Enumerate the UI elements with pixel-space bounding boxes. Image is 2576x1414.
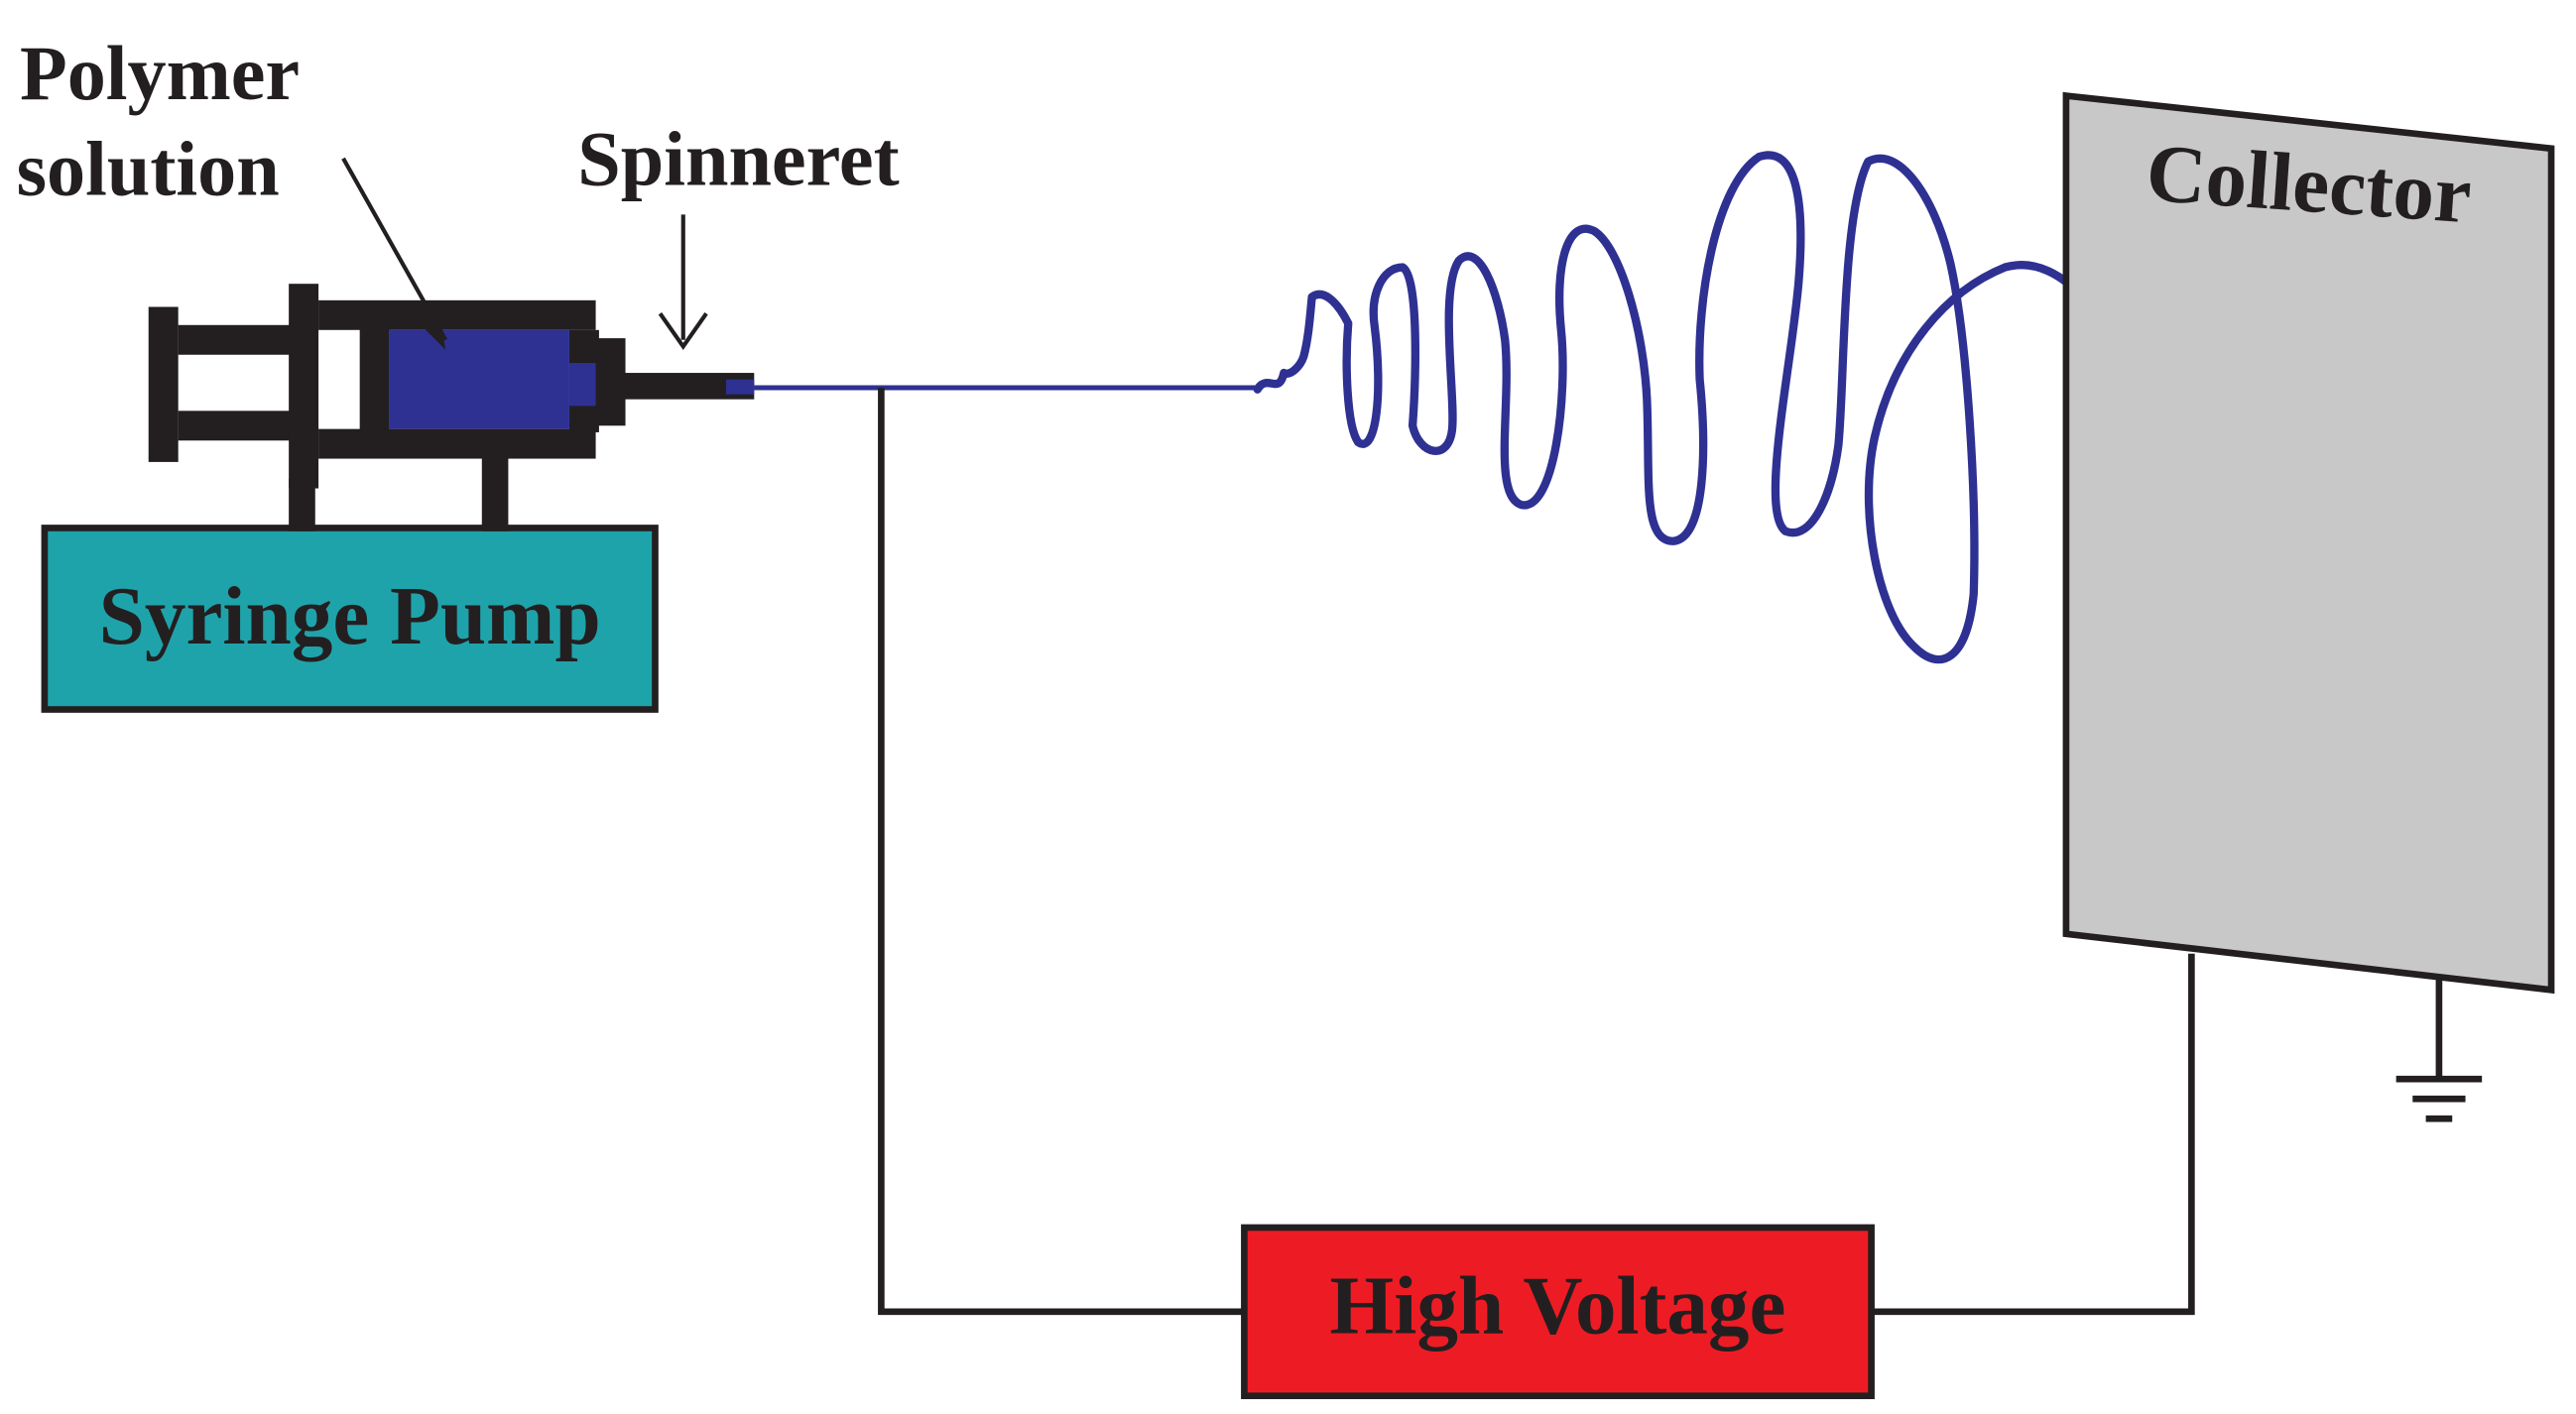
high-voltage-label: High Voltage xyxy=(1330,1259,1786,1351)
spinneret-label: Spinneret xyxy=(577,115,899,201)
syringe-plunger xyxy=(148,284,319,489)
polymer-solution-fill xyxy=(389,329,596,429)
ground-symbol xyxy=(2395,977,2483,1122)
polymer-label-line2: solution xyxy=(17,125,280,211)
collector-plate xyxy=(2062,91,2555,995)
fiber-spiral xyxy=(1253,151,2156,664)
polymer-pointer-arrow xyxy=(341,157,448,350)
syringe-pump-box xyxy=(41,525,659,713)
polymer-label-line1: Polymer xyxy=(20,30,300,116)
wire-left xyxy=(878,388,1245,1316)
spinneret-tip xyxy=(726,379,755,395)
high-voltage-box xyxy=(1241,1224,1875,1400)
syringe-barrel xyxy=(318,299,626,459)
collector-label: Collector xyxy=(2144,127,2475,241)
wire-right xyxy=(1871,953,2195,1316)
syringe-pump-label: Syringe Pump xyxy=(99,570,601,661)
syringe-stand-right xyxy=(481,445,509,531)
spinneret-pointer-arrow xyxy=(658,214,708,351)
